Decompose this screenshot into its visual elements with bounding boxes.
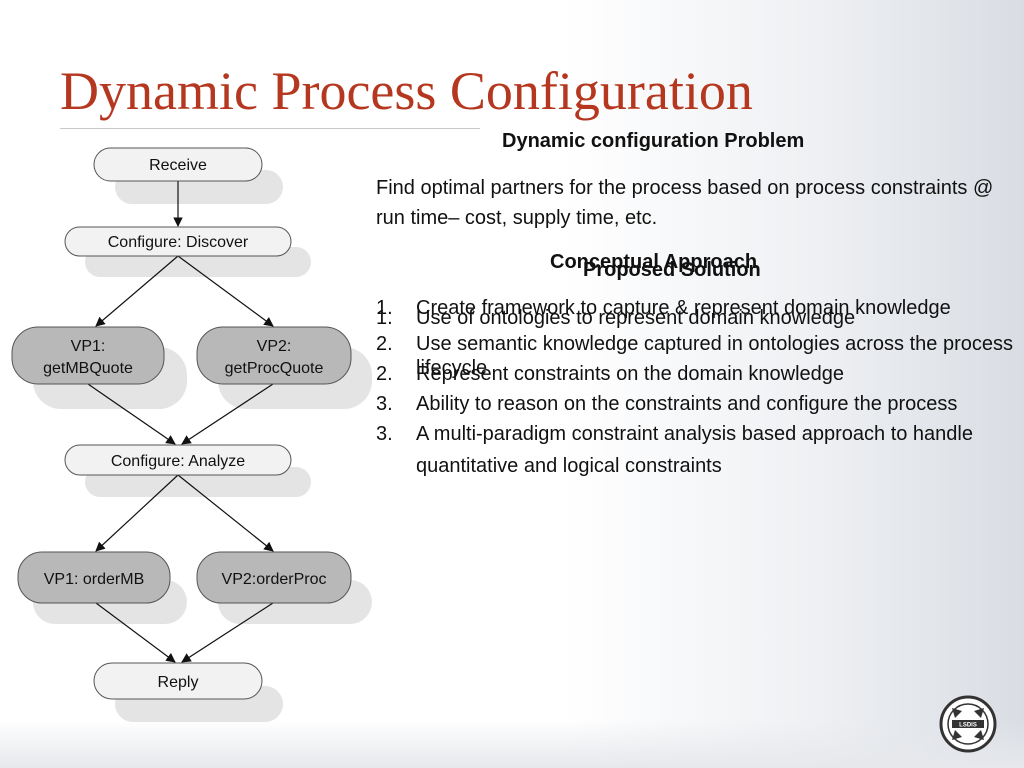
logo-arrows-icon <box>952 708 984 740</box>
arrow-vp2-analyze <box>181 383 274 445</box>
arrow-vp1order-reply <box>95 602 176 663</box>
approach-item-text: Use semantic knowledge captured in ontol… <box>416 333 1013 379</box>
node-receive: Receive <box>93 147 263 182</box>
problem-text: Find optimal partners for the process ba… <box>376 177 994 229</box>
title-underline <box>60 128 480 129</box>
approach-item-text: Create framework to capture & represent … <box>416 297 951 319</box>
approach-item-number: 1. <box>376 297 393 319</box>
solution-item-text: Use of ontologies to represent domain kn… <box>416 307 856 329</box>
logo-text: LSDIS <box>959 723 977 729</box>
arrow-vp2order-reply <box>181 602 274 663</box>
approach-item-text: Ability to reason on the constraints and… <box>416 393 958 415</box>
solution-item-text: Represent constraints on the domain know… <box>416 363 845 385</box>
approach-heading: Conceptual Approach <box>550 251 758 273</box>
solution-item: 1. Use of ontologies to represent domain… <box>376 306 1016 330</box>
arrow-analyze-vp1order <box>95 474 179 552</box>
logo-inner-ring <box>947 703 989 745</box>
node-reply: Reply <box>93 662 263 700</box>
solution-item: 3. A multi-paradigm constraint analysis … <box>376 418 1016 482</box>
solution-heading: Proposed Solution <box>583 259 761 281</box>
approach-list: 1. Create framework to capture & represe… <box>376 296 1016 428</box>
node-configure-analyze: Configure: Analyze <box>64 444 292 476</box>
node-vp1-getmbquote: VP1: getMBQuote <box>11 326 165 385</box>
node-configure-discover: Configure: Discover <box>64 226 292 257</box>
arrow-analyze-vp2order <box>177 474 274 552</box>
node-vp1-ordermb: VP1: orderMB <box>17 551 171 604</box>
node-vp1-quote-line2: getMBQuote <box>43 360 133 377</box>
solution-item-text: A multi-paradigm constraint analysis bas… <box>416 423 973 477</box>
arrow-vp1-analyze <box>87 383 176 445</box>
node-analyze-label: Configure: Analyze <box>111 453 245 470</box>
solution-item: 2. Represent constraints on the domain k… <box>376 362 1016 386</box>
node-vp2-quote-line1: VP2: <box>257 338 292 355</box>
solution-list: 1. Use of ontologies to represent domain… <box>376 306 1016 494</box>
flow-arrows <box>87 181 274 663</box>
node-discover-label: Configure: Discover <box>108 234 249 251</box>
background-bottom-band <box>0 720 1024 768</box>
approach-item-number: 2. <box>376 333 393 355</box>
solution-item-number: 2. <box>376 363 393 385</box>
node-vp2-order-label: VP2:orderProc <box>222 571 327 588</box>
node-vp2-orderproc: VP2:orderProc <box>196 551 352 604</box>
approach-item: 3. Ability to reason on the constraints … <box>376 392 1016 416</box>
slide-title: Dynamic Process Configuration <box>60 61 753 121</box>
node-receive-label: Receive <box>149 157 207 174</box>
arrow-discover-vp2 <box>177 255 274 327</box>
approach-item: 1. Create framework to capture & represe… <box>376 296 1016 320</box>
logo-band <box>952 720 984 728</box>
node-vp2-quote-line2: getProcQuote <box>225 360 324 377</box>
node-vp2-getprocquote: VP2: getProcQuote <box>196 326 352 385</box>
node-vp1-order-label: VP1: orderMB <box>44 571 144 588</box>
node-reply-label: Reply <box>158 674 199 691</box>
approach-item-number: 3. <box>376 393 393 415</box>
approach-item: 2. Use semantic knowledge captured in on… <box>376 332 1016 380</box>
solution-item-number: 3. <box>376 423 393 445</box>
problem-heading: Dynamic configuration Problem <box>502 130 805 152</box>
lsdis-logo: LSDIS <box>939 695 997 753</box>
arrow-discover-vp1 <box>95 255 179 327</box>
solution-item-number: 1. <box>376 307 393 329</box>
node-vp1-quote-line1: VP1: <box>71 338 106 355</box>
